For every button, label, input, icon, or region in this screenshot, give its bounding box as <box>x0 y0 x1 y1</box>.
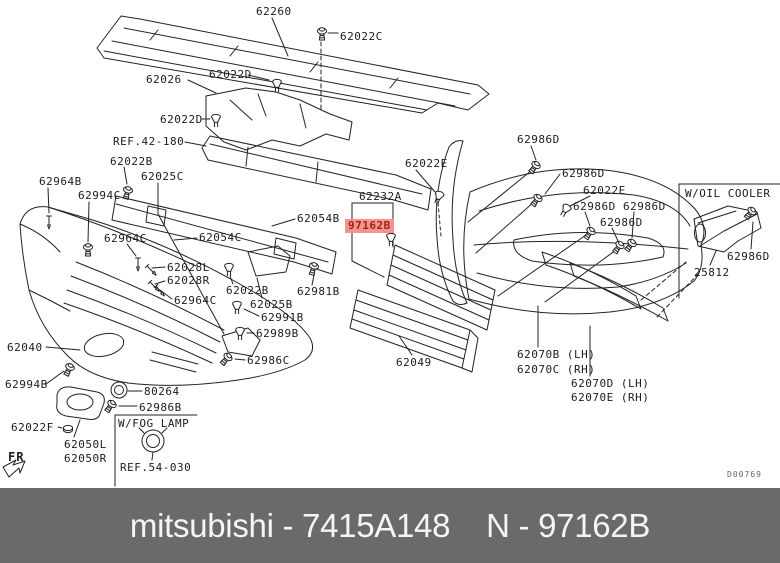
part-label-62049[interactable]: 62049 <box>396 356 432 369</box>
part-label-62022b[interactable]: 62022B <box>226 284 269 297</box>
part-label-62050l[interactable]: 62050L <box>64 438 107 451</box>
part-label-62991b[interactable]: 62991B <box>261 311 304 324</box>
part-label-62986d[interactable]: 62986D <box>517 133 560 146</box>
diagram-line-art <box>2 15 780 487</box>
part-label-62022b[interactable]: 62022B <box>110 155 153 168</box>
doc-code: D00769 <box>727 470 762 479</box>
part-label-62986d[interactable]: 62986D <box>623 200 666 213</box>
part-label-62054c[interactable]: 62054C <box>199 231 242 244</box>
part-label-62028r[interactable]: 62028R <box>167 274 210 287</box>
part-label-62964b[interactable]: 62964B <box>39 175 82 188</box>
upper-grille-drawing <box>386 244 496 331</box>
part-label-62989b[interactable]: 62989B <box>256 327 299 340</box>
part-label-62040[interactable]: 62040 <box>7 341 43 354</box>
fog-lamp-option-box <box>114 414 198 487</box>
part-label-62022e[interactable]: 62022E <box>405 157 448 170</box>
part-label-62050r[interactable]: 62050R <box>64 452 107 465</box>
part-label-62986d[interactable]: 62986D <box>727 250 770 263</box>
footer-brand-part-number: mitsubishi - 7415A148 <box>129 506 451 544</box>
fog-lamp-bezel-drawing <box>56 386 105 420</box>
part-label-62070e-rh[interactable]: 62070E (RH) <box>571 391 650 404</box>
oil-cooler-box-title: W/OIL COOLER <box>685 187 771 200</box>
part-label-62986d[interactable]: 62986D <box>573 200 616 213</box>
lower-grille-drawing <box>349 289 479 373</box>
part-label-62986d[interactable]: 62986D <box>600 216 643 229</box>
part-label-62070d-lh[interactable]: 62070D (LH) <box>571 377 650 390</box>
part-label-62994c[interactable]: 62994C <box>78 189 121 202</box>
part-label-62022c[interactable]: 62022C <box>340 30 383 43</box>
part-label-62981b[interactable]: 62981B <box>297 285 340 298</box>
part-label-62070c-rh[interactable]: 62070C (RH) <box>517 363 596 376</box>
part-label-97162b[interactable]: 97162B <box>345 219 394 234</box>
part-label-62022d[interactable]: 62022D <box>160 113 203 126</box>
oil-cooler-option-box <box>678 183 780 299</box>
radiator-support-drawing <box>201 135 432 211</box>
cowl-top-panel-drawing <box>96 15 490 114</box>
front-bumper-face-drawing <box>19 206 314 386</box>
footer-catalog-part-number: N - 97162B <box>486 506 651 544</box>
part-label-62025c[interactable]: 62025C <box>141 170 184 183</box>
fr-label: FR <box>8 450 25 464</box>
footer-bar: mitsubishi - 7415A148 N - 97162B <box>0 488 780 563</box>
part-label-62022d[interactable]: 62022D <box>209 68 252 81</box>
part-label-62025b[interactable]: 62025B <box>250 298 293 311</box>
support-bracket-drawing <box>205 87 353 151</box>
part-label-62022e[interactable]: 62022E <box>583 184 626 197</box>
part-label-62986c[interactable]: 62986C <box>247 354 290 367</box>
part-label-ref-54-030[interactable]: REF.54-030 <box>120 461 192 474</box>
part-label-80264[interactable]: 80264 <box>144 385 180 398</box>
part-label-62054b[interactable]: 62054B <box>297 212 340 225</box>
part-label-62022f[interactable]: 62022F <box>11 421 54 434</box>
part-label-62028l[interactable]: 62028L <box>167 261 210 274</box>
part-label-62026[interactable]: 62026 <box>146 73 182 86</box>
part-label-62986b[interactable]: 62986B <box>139 401 182 414</box>
part-label-62964c[interactable]: 62964C <box>104 232 147 245</box>
lower-trim-strips-drawing <box>541 251 669 322</box>
part-label-62994b[interactable]: 62994B <box>5 378 48 391</box>
part-label-25812[interactable]: 25812 <box>694 266 730 279</box>
part-label-62232a[interactable]: 62232A <box>359 190 402 203</box>
fog-lamp-box-title: W/FOG LAMP <box>118 417 190 430</box>
part-label-62986d[interactable]: 62986D <box>562 167 605 180</box>
part-label-62070b-lh[interactable]: 62070B (LH) <box>517 348 596 361</box>
fog-lamp-drawing <box>110 381 128 399</box>
part-label-62964c[interactable]: 62964C <box>174 294 217 307</box>
part-label-ref-42-180[interactable]: REF.42-180 <box>113 135 185 148</box>
fr-direction-arrow <box>2 459 26 478</box>
part-label-62260[interactable]: 62260 <box>256 5 292 18</box>
